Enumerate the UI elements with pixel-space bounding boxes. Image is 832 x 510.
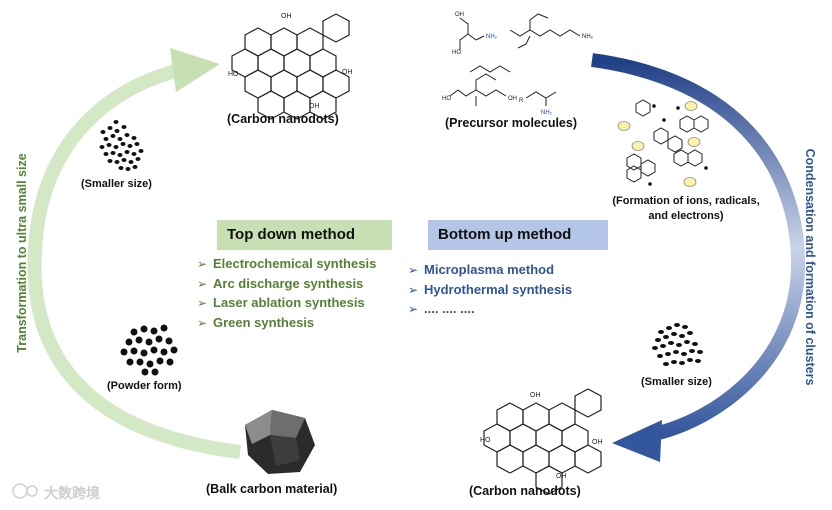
svg-text:NH₂: NH₂ bbox=[486, 34, 498, 40]
radical-dots bbox=[648, 104, 708, 186]
list-item: ➢ .... .... .... bbox=[408, 301, 572, 321]
carbon-nanodot-structure-bottom bbox=[483, 388, 602, 495]
check-arrow-icon: ➢ bbox=[197, 315, 208, 330]
green-arrowhead bbox=[170, 48, 220, 92]
svg-text:OH: OH bbox=[281, 13, 292, 20]
svg-text:OH: OH bbox=[309, 103, 320, 110]
left-side-caption: Transformation to ultra small size bbox=[15, 153, 29, 353]
powder-cluster bbox=[120, 324, 178, 376]
formation-label: (Formation of ions, radicals, and electr… bbox=[596, 194, 776, 224]
svg-text:OH: OH bbox=[530, 392, 541, 399]
bottom-up-list: ➢ Microplasma method ➢ Hydrothermal synthe… bbox=[408, 262, 572, 321]
carbon-nanodots-label-top: (Carbon nanodots) bbox=[227, 112, 339, 126]
svg-text:OH: OH bbox=[592, 439, 603, 446]
ion-radical-structures bbox=[626, 99, 709, 183]
list-item: ➢ Electrochemical synthesis bbox=[197, 256, 376, 276]
svg-text:HO: HO bbox=[480, 437, 491, 444]
top-down-list: ➢ Electrochemical synthesis ➢ Arc discharg… bbox=[197, 256, 376, 334]
list-item-label: Hydrothermal synthesis bbox=[424, 281, 573, 297]
bottom-up-title: Bottom up method bbox=[428, 220, 608, 250]
svg-text:NH₂: NH₂ bbox=[582, 34, 594, 40]
smaller-size-cluster-left bbox=[99, 120, 144, 171]
svg-text:OH: OH bbox=[508, 96, 517, 102]
watermark-logo bbox=[12, 483, 38, 499]
smaller-size-label-right: (Smaller size) bbox=[641, 376, 712, 388]
blue-arrowhead bbox=[612, 420, 662, 462]
svg-text:HO: HO bbox=[452, 50, 461, 56]
check-arrow-icon: ➢ bbox=[197, 276, 208, 291]
blue-cycle-arrow bbox=[591, 53, 806, 442]
check-arrow-icon: ➢ bbox=[408, 302, 419, 316]
precursor-label: (Precursor molecules) bbox=[445, 116, 577, 130]
list-item: ➢ Microplasma method bbox=[408, 262, 572, 282]
list-item-label: Arc discharge synthesis bbox=[213, 275, 364, 291]
smaller-size-label-left: (Smaller size) bbox=[81, 178, 152, 190]
carbon-nanodots-label-bottom: (Carbon nanodots) bbox=[469, 484, 581, 498]
check-arrow-icon: ➢ bbox=[408, 282, 419, 297]
svg-text:OH: OH bbox=[342, 69, 353, 76]
smaller-size-cluster-right bbox=[652, 323, 703, 366]
green-cycle-arrow bbox=[27, 63, 241, 459]
check-arrow-icon: ➢ bbox=[197, 257, 208, 271]
list-item-label: .... .... .... bbox=[424, 301, 475, 316]
list-item-label: Microplasma method bbox=[424, 262, 555, 277]
svg-text:HO: HO bbox=[442, 96, 451, 102]
right-side-caption: Condensation and formation of clusters bbox=[803, 148, 817, 386]
svg-text:R: R bbox=[519, 98, 524, 104]
list-item: ➢ Hydrothermal synthesis bbox=[408, 282, 572, 302]
list-item-label: Green synthesis bbox=[213, 314, 315, 330]
carbon-nanodot-structure-top bbox=[231, 13, 350, 120]
svg-text:OH: OH bbox=[556, 473, 567, 480]
check-arrow-icon: ➢ bbox=[197, 296, 208, 310]
formation-label-line1: (Formation of ions, radicals, bbox=[612, 195, 760, 207]
list-item: ➢ Arc discharge synthesis bbox=[197, 276, 376, 296]
bulk-carbon-shape bbox=[245, 410, 315, 474]
check-arrow-icon: ➢ bbox=[408, 263, 419, 277]
precursor-molecules bbox=[449, 13, 581, 106]
list-item-label: Electrochemical synthesis bbox=[213, 256, 377, 271]
list-item-label: Laser ablation synthesis bbox=[213, 295, 365, 310]
watermark-text: 大数跨境 bbox=[44, 486, 100, 502]
svg-text:OH: OH bbox=[455, 12, 464, 18]
svg-text:HO: HO bbox=[228, 71, 239, 78]
bulk-carbon-label: (Balk carbon material) bbox=[206, 482, 338, 496]
list-item: ➢ Laser ablation synthesis bbox=[197, 295, 376, 315]
list-item: ➢ Green synthesis bbox=[197, 315, 376, 335]
svg-text:NH₂: NH₂ bbox=[541, 110, 553, 116]
top-down-title: Top down method bbox=[217, 220, 392, 250]
powder-form-label: (Powder form) bbox=[107, 380, 182, 392]
electron-icons bbox=[617, 101, 701, 187]
formation-label-line2: and electrons) bbox=[648, 210, 724, 222]
